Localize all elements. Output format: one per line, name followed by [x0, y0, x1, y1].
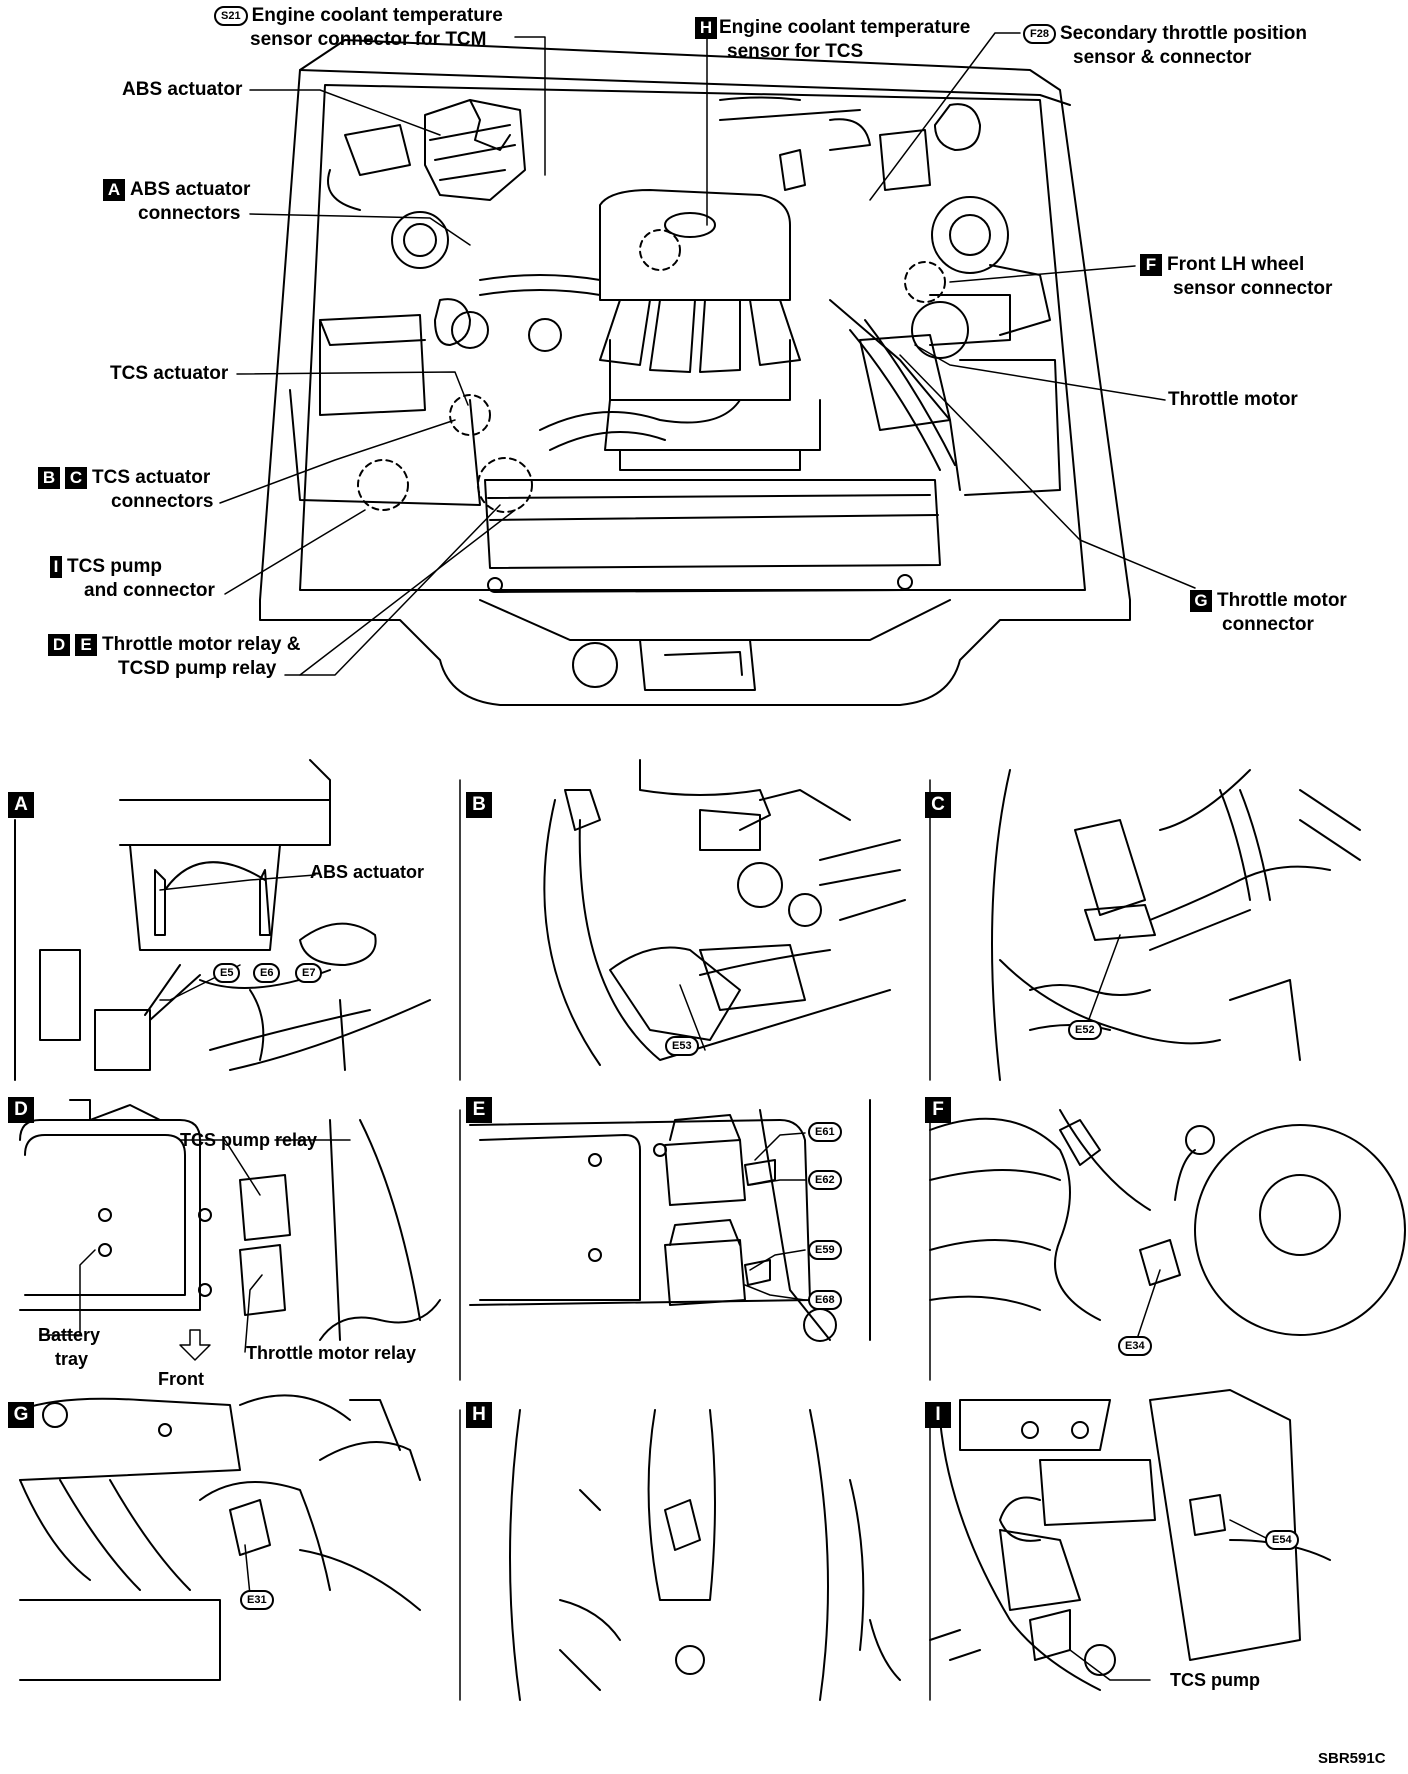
throttle-conn-line1: Throttle motor	[1217, 590, 1347, 611]
panel-e-art	[469, 1099, 871, 1342]
leader-lines	[219, 32, 1196, 676]
tcs-pump-line1: TCS pump	[67, 556, 162, 577]
throttle-motor-label: Throttle motor	[1168, 389, 1298, 410]
hoses	[479, 264, 1051, 471]
panel-d-tcs-pump-relay-label: TCS pump relay	[180, 1130, 318, 1150]
panel-separators	[459, 779, 931, 1701]
front-lh-code: F	[1140, 253, 1162, 276]
relay-code-e: E	[75, 633, 97, 656]
panel-b-letter: B	[466, 792, 492, 818]
ect-tcm-line1: Engine coolant temperature	[251, 5, 503, 26]
tcs-pump-code: I	[50, 555, 62, 578]
abs-actuator-label: ABS actuator	[122, 79, 243, 100]
tcs-act-conn-code-b: B	[38, 466, 60, 489]
panel-g-art	[19, 1394, 421, 1681]
radiator	[484, 479, 941, 691]
panel-e-code-e62: E62	[808, 1170, 842, 1190]
abs-actuator-shape	[327, 99, 526, 269]
panel-f-code-e34: E34	[1118, 1336, 1152, 1356]
secondary-tps-line1: Secondary throttle position	[1059, 23, 1307, 44]
front-lh-line2: sensor connector	[1173, 278, 1333, 299]
panel-h-letter: H	[466, 1402, 492, 1428]
front-lh-line1: Front LH wheel	[1167, 254, 1305, 275]
tcs-act-conn-code-c: C	[65, 466, 87, 489]
secondary-tps-code: F28	[1023, 23, 1056, 44]
panel-i-tcs-pump-label: TCS pump	[1170, 1670, 1260, 1690]
abs-connectors-line1: ABS actuator	[130, 179, 251, 200]
ect-tcs-line1: Engine coolant temperature	[719, 17, 971, 38]
abs-connectors-line2: connectors	[138, 203, 241, 224]
panel-d-letter: D	[8, 1097, 34, 1123]
panel-h-art	[509, 1409, 901, 1701]
tcs-act-conn-line2: connectors	[111, 491, 214, 512]
panel-d-front-label: Front	[158, 1369, 204, 1389]
panel-i-art	[929, 1389, 1331, 1691]
ect-tcs-line2: sensor for TCS	[727, 41, 864, 62]
panel-a-code-e6: E6	[253, 963, 281, 983]
panel-c-art	[991, 769, 1361, 1081]
tcs-pump-line2: and connector	[84, 580, 215, 601]
secondary-tps-line2: sensor & connector	[1073, 47, 1252, 68]
left-tank	[289, 298, 562, 506]
ect-tcs-code: H	[695, 16, 717, 39]
right-side-components	[719, 96, 1061, 496]
panel-a-code-e5: E5	[213, 963, 241, 983]
panel-a-letter: A	[8, 792, 34, 818]
ect-tcm-code: S21	[214, 5, 248, 26]
abs-connectors-code: A	[103, 178, 125, 201]
relay-code-d: D	[48, 633, 70, 656]
throttle-conn-line2: connector	[1222, 614, 1314, 635]
tcs-actuator-label: TCS actuator	[110, 363, 229, 384]
panel-c-code-e52: E52	[1068, 1020, 1102, 1040]
intake-manifold	[599, 189, 821, 471]
relay-line1: Throttle motor relay &	[102, 634, 301, 655]
panel-d-art	[19, 1099, 441, 1361]
panel-a-art	[14, 759, 431, 1081]
throttle-conn-code: G	[1190, 589, 1212, 612]
panel-e-code-e68: E68	[808, 1290, 842, 1310]
panel-i-letter: I	[925, 1402, 951, 1428]
ect-tcm-line2: sensor connector for TCM	[250, 29, 487, 50]
panel-leader-lines	[39, 874, 1271, 1681]
panel-d-throttle-motor-relay-label: Throttle motor relay	[246, 1343, 417, 1363]
panel-e-code-e59: E59	[808, 1240, 842, 1260]
panel-b-code-e53: E53	[665, 1036, 699, 1056]
panel-g-code-e31: E31	[240, 1590, 274, 1610]
panel-f-letter: F	[925, 1097, 951, 1123]
figure-code: SBR591C	[1318, 1750, 1386, 1767]
relay-line2: TCSD pump relay	[118, 658, 277, 679]
tcs-act-conn-line1: TCS actuator	[92, 467, 211, 488]
panel-i-code-e54: E54	[1265, 1530, 1299, 1550]
panel-f-art	[929, 1109, 1406, 1336]
panel-a-code-e7: E7	[295, 963, 323, 983]
panel-b-art	[543, 759, 906, 1066]
locator-circles	[357, 229, 946, 513]
panel-e-code-e61: E61	[808, 1122, 842, 1142]
panel-c-letter: C	[925, 792, 951, 818]
panel-g-letter: G	[8, 1402, 34, 1428]
panel-a-abs-actuator-label: ABS actuator	[310, 862, 425, 882]
panel-d-tray-label: tray	[55, 1349, 89, 1369]
panel-d-battery-label: Battery	[38, 1325, 101, 1345]
panel-e-letter: E	[466, 1097, 492, 1123]
